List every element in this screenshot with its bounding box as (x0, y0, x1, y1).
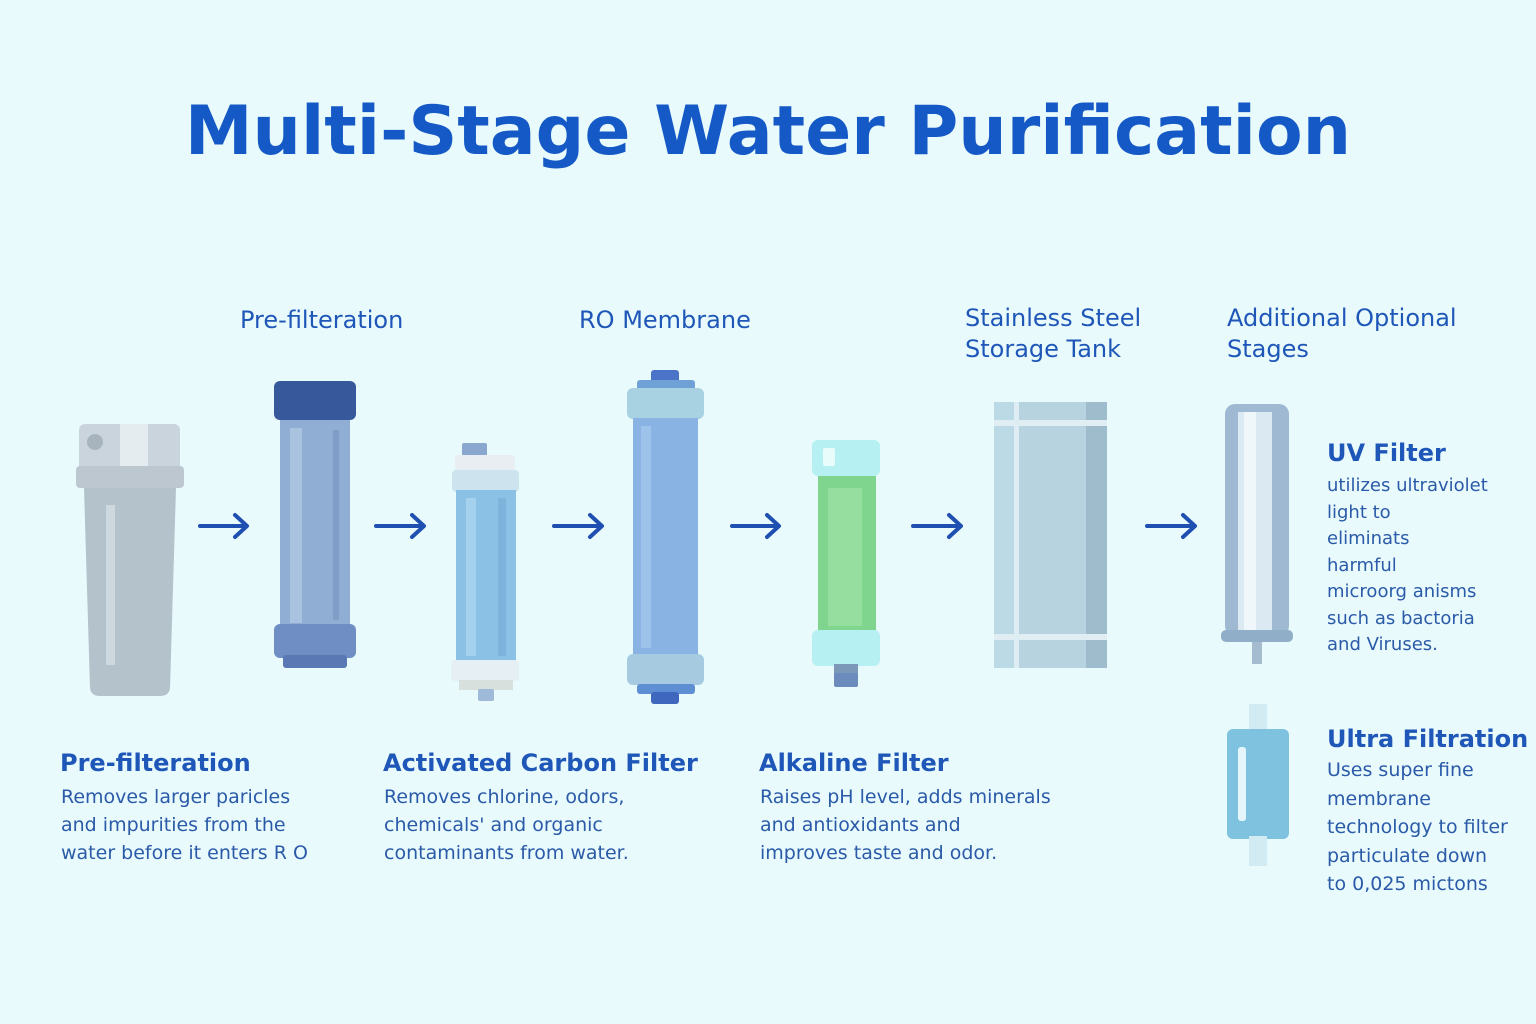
ro-membrane-icon (627, 370, 704, 704)
uv-filter-icon (1221, 404, 1293, 664)
desc-line: membrane (1327, 787, 1431, 810)
label-additional-line2: Stages (1227, 335, 1309, 363)
ultra-filtration-desc: Uses super fine membrane technology to f… (1327, 756, 1527, 899)
label-storage-tank-line1: Stainless Steel (965, 304, 1142, 332)
arrow-right-icon (198, 513, 1197, 539)
desc-line: light to (1327, 501, 1391, 523)
stage-prefilteration-heading: Pre-filteration (60, 749, 251, 777)
desc-line: contaminants from water. (384, 842, 629, 864)
storage-tank-icon (994, 402, 1107, 668)
page-title: Multi-Stage Water Purification (184, 92, 1352, 171)
desc-line: to 0,025 mictons (1327, 873, 1488, 895)
desc-line: improves taste and odor. (760, 842, 998, 864)
desc-line: chemicals' and organic (384, 814, 603, 836)
desc-line: Uses super fine (1327, 759, 1474, 781)
desc-line: technology to filter (1327, 816, 1508, 838)
label-ro-membrane: RO Membrane (579, 306, 751, 334)
ultra-filtration-icon (1227, 704, 1289, 866)
stage-alkaline-desc: Raises pH level, adds minerals and antio… (760, 783, 1051, 867)
desc-line: Removes chlorine, odors, (384, 786, 625, 808)
stage-carbon-desc: Removes chlorine, odors, chemicals' and … (384, 783, 629, 867)
stage-alkaline-heading: Alkaline Filter (759, 749, 949, 777)
stage-prefilteration-desc: Removes larger paricles and impurities f… (61, 783, 308, 867)
desc-line: particulate down (1327, 844, 1488, 867)
sediment-filter-icon (274, 381, 356, 668)
desc-line: and impurities from the (61, 814, 286, 836)
uv-filter-heading: UV Filter (1327, 439, 1446, 467)
label-prefilteration-top: Pre-filteration (240, 306, 404, 334)
housing-filter-icon (76, 424, 184, 696)
desc-line: Raises pH level, adds minerals (760, 786, 1051, 808)
desc-line: water before it enters R O (61, 842, 308, 864)
ultra-filtration-heading: Ultra Filtration (1327, 725, 1529, 753)
desc-line: such as bactoria (1327, 607, 1475, 629)
desc-line: Removes larger paricles (61, 786, 291, 808)
label-additional-line1: Additional Optional (1227, 304, 1457, 332)
desc-line: and Viruses. (1327, 634, 1438, 655)
label-storage-tank-line2: Storage Tank (965, 335, 1122, 363)
carbon-filter-icon (451, 443, 519, 701)
desc-line: microorg anisms (1327, 581, 1477, 602)
stage-carbon-heading: Activated Carbon Filter (383, 749, 698, 777)
desc-line: utilizes ultraviolet (1327, 475, 1488, 496)
uv-filter-desc: utilizes ultraviolet light to eliminats … (1327, 473, 1527, 659)
alkaline-filter-icon (812, 440, 880, 687)
desc-line: and antioxidants and (760, 814, 961, 836)
desc-line: eliminats (1327, 528, 1410, 549)
desc-line: harmful (1327, 554, 1397, 576)
